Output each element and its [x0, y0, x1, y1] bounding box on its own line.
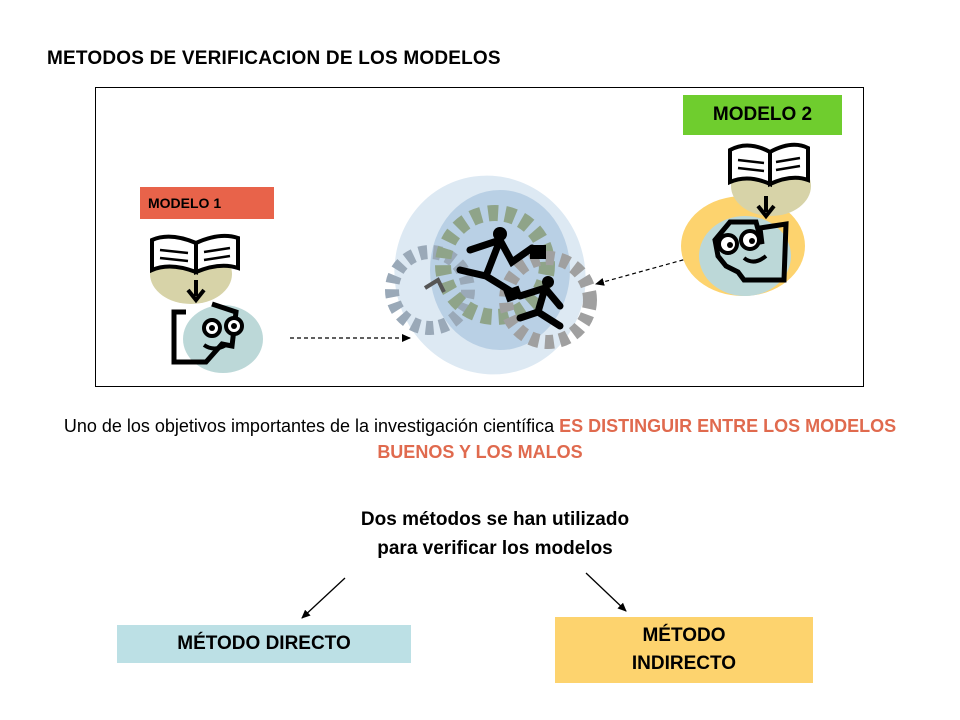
model1-label: MODELO 1 [140, 187, 274, 219]
paragraph-highlight: ES DISTINGUIR ENTRE LOS MODELOS BUENOS Y… [377, 416, 897, 462]
methods-intro: Dos métodos se han utilizado para verifi… [290, 505, 700, 563]
arrow-icon [595, 257, 691, 286]
method-direct-box: MÉTODO DIRECTO [117, 625, 411, 663]
objective-paragraph: Uno de los objetivos importantes de la i… [44, 413, 916, 465]
model2-book-icon [728, 142, 811, 220]
diagram-frame [95, 87, 864, 387]
model2-thinking-head-icon [681, 196, 805, 296]
methods-intro-line2: para verificar los modelos [377, 538, 613, 559]
arrow-icon [585, 572, 627, 612]
model2-label: MODELO 2 [683, 95, 842, 135]
model1-thinking-head-icon [171, 301, 263, 373]
paragraph-lead: Uno de los objetivos importantes de la i… [63, 416, 560, 436]
running-businessmen-icon [423, 227, 564, 330]
arrow-icon [301, 577, 346, 619]
method-indirect-line1: MÉTODO [642, 625, 726, 646]
methods-intro-line1: Dos métodos se han utilizado [360, 509, 630, 530]
slide-title: METODOS DE VERIFICACION DE LOS MODELOS [47, 48, 501, 69]
method-indirect-line2: INDIRECTO [631, 653, 737, 674]
model1-book-icon [150, 233, 240, 304]
method-indirect-box: MÉTODO INDIRECTO [555, 617, 813, 683]
